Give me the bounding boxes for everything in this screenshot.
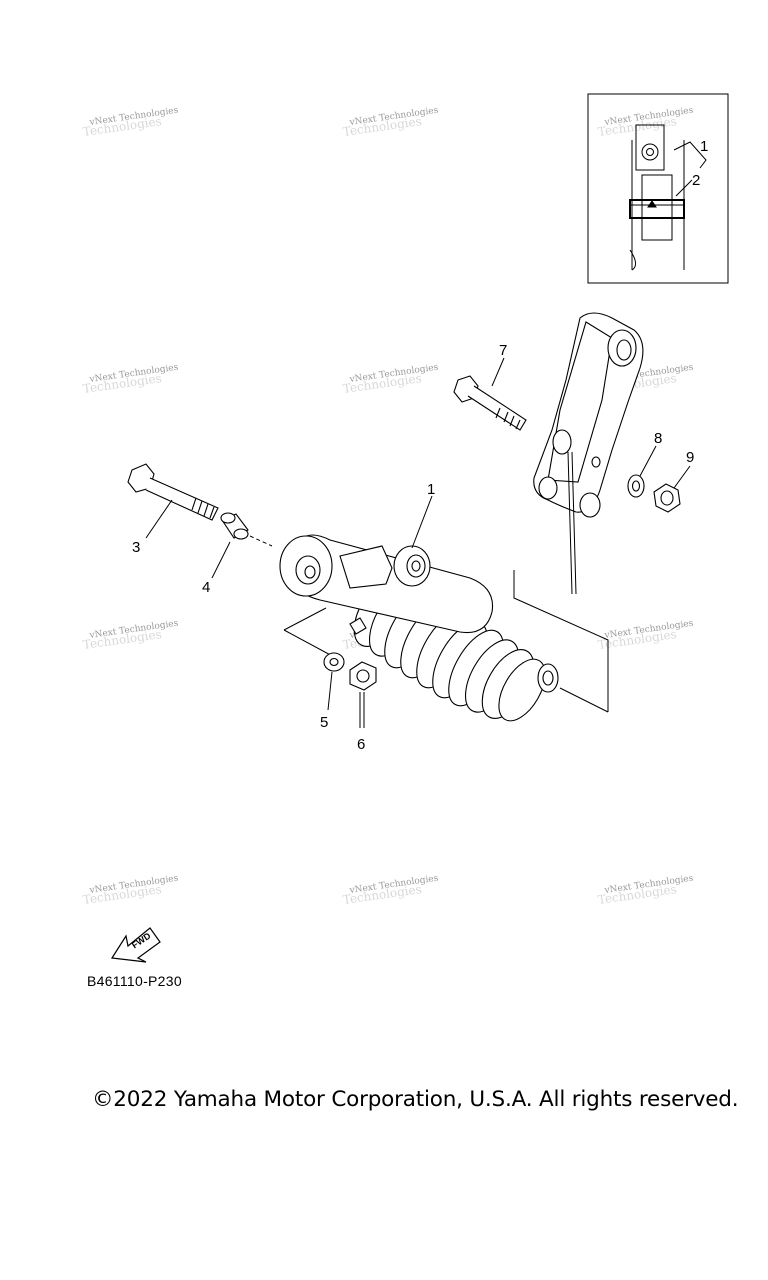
nut-9	[653, 483, 681, 513]
inset-eye	[641, 143, 659, 161]
relay-arm	[533, 312, 644, 518]
nut-6	[349, 661, 377, 691]
leader-7	[491, 357, 505, 387]
leader-6	[359, 692, 365, 728]
callout-6: 6	[357, 736, 365, 753]
watermark: Technologies vNext Technologies	[342, 874, 439, 907]
leader-9	[673, 465, 691, 489]
watermarks: Technologies vNext Technologies Technolo…	[82, 106, 694, 907]
bolt-3	[127, 463, 219, 521]
inset-collar	[629, 199, 685, 219]
leader-5	[327, 671, 333, 711]
watermark: Technologies vNext Technologies	[82, 363, 179, 396]
leader-8	[639, 445, 657, 477]
fwd-arrow-icon: FWD	[110, 927, 161, 963]
watermark: Technologies vNext Technologies	[597, 874, 694, 907]
callout-5: 5	[320, 714, 328, 731]
watermark: Technologies vNext Technologies	[82, 619, 179, 652]
leader-1	[411, 495, 433, 549]
washer-5	[323, 652, 345, 672]
inset-callout-1: 1	[700, 138, 708, 155]
inset-detail	[587, 93, 729, 284]
watermark: Technologies vNext Technologies	[597, 619, 694, 652]
rear-shock-absorber	[279, 534, 559, 722]
watermark: Technologies vNext Technologies	[342, 363, 439, 396]
copyright-notice: ©2022 Yamaha Motor Corporation, U.S.A. A…	[92, 1087, 739, 1112]
bolt-7	[453, 375, 527, 431]
watermark: Technologies vNext Technologies	[342, 106, 439, 139]
watermark: Technologies vNext Technologies	[82, 106, 179, 139]
callout-4: 4	[202, 579, 210, 596]
callout-7: 7	[499, 342, 507, 359]
callout-8: 8	[654, 430, 662, 447]
inset-callout-2: 2	[692, 172, 700, 189]
collar-4	[220, 512, 249, 540]
leader-4	[211, 541, 231, 579]
mounting-reference-lines	[283, 451, 609, 713]
washer-8	[627, 474, 645, 498]
watermark: Technologies vNext Technologies	[597, 106, 694, 139]
inset-frame	[587, 93, 729, 284]
watermark: Technologies vNext Technologies	[82, 874, 179, 907]
callout-3: 3	[132, 539, 140, 556]
leader-3	[145, 499, 173, 539]
part-code: B461110-P230	[87, 973, 182, 989]
callout-1: 1	[427, 481, 435, 498]
callout-9: 9	[686, 449, 694, 466]
